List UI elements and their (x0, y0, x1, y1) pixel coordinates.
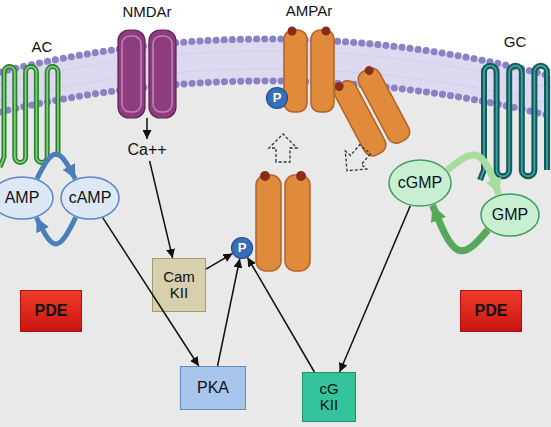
arrow-connector (36, 217, 75, 244)
node-label: Ca++ (127, 142, 166, 158)
receptor-label: AMPAr (286, 3, 332, 19)
receptor-subunit (118, 30, 145, 118)
node-outline (118, 30, 176, 118)
node-outline (0, 62, 62, 167)
nucleotide-circle: cGMP (388, 159, 452, 207)
transmembrane-helix (0, 67, 58, 167)
node-label: GMP (492, 207, 528, 223)
kinase-box: cG KII (302, 372, 356, 422)
lipid-heads (0, 81, 551, 116)
nucleotide-circle: AMP (0, 176, 54, 220)
phospho-label: P (238, 240, 247, 256)
receptor-label: GC (504, 34, 527, 50)
nucleotide-circle: GMP (480, 193, 540, 237)
lipid-heads (0, 39, 551, 76)
arrow-connector (218, 259, 240, 366)
node-label: PDE (35, 303, 68, 319)
internal-ampa-receptor (256, 171, 310, 271)
ampa-receptor: PAMPAr (284, 22, 334, 112)
receptor-subunit (256, 175, 281, 271)
enzyme-box: PDE (460, 290, 522, 332)
nmda-receptor: NMDAr (118, 30, 176, 118)
adenylyl-cyclase-receptor: AC (0, 62, 62, 167)
arrow-connector (146, 118, 148, 139)
ion-label: Ca++ (124, 139, 170, 161)
trafficking-arrow (269, 134, 297, 162)
node-outline (284, 22, 334, 112)
receptor-ball (288, 27, 297, 36)
node-label: AMP (5, 190, 40, 206)
kinase-box: PKA (180, 366, 246, 410)
receptor-highlight (153, 36, 172, 112)
node-outline (480, 62, 551, 180)
enzyme-box: PDE (20, 290, 82, 332)
receptor-ball (296, 171, 306, 181)
node-label: cAMP (69, 190, 112, 206)
arrow-connector (103, 218, 199, 366)
nucleotide-circle: cAMP (60, 176, 120, 220)
arrow-connector (150, 161, 173, 258)
arrow-connector (37, 154, 75, 179)
phospho-circle: P (266, 87, 288, 109)
node-label: Cam KII (159, 269, 199, 301)
arrow-connector (433, 205, 488, 251)
transmembrane-highlight (0, 67, 58, 167)
receptor-ball (322, 27, 331, 36)
circle-outline (0, 177, 53, 219)
circle-outline (61, 177, 119, 219)
lipid-bilayer (0, 39, 551, 116)
arrow-connector (447, 155, 499, 195)
arrow-connector (340, 206, 411, 372)
trafficking-arrow-outline (336, 140, 375, 179)
circle-outline (481, 194, 539, 236)
receptor-highlight (122, 36, 141, 112)
phospho-circle: P (231, 237, 253, 259)
node-label: cG KII (312, 381, 346, 413)
receptor-ball (363, 64, 375, 76)
trafficking-arrow (336, 140, 375, 179)
arrow-connector (248, 257, 315, 372)
receptor-ball (260, 171, 270, 181)
internalizing-ampa-receptor (330, 63, 413, 159)
phospho-label: P (273, 90, 282, 106)
receptor-label: NMDAr (122, 4, 171, 20)
transmembrane-helix (480, 66, 547, 180)
receptor-subunit (311, 30, 334, 112)
receptor-label: AC (32, 39, 53, 55)
phospho-outline (232, 238, 253, 259)
guanylyl-cyclase-receptor: GC (480, 62, 551, 180)
node-label: cGMP (398, 175, 442, 191)
circle-outline (389, 160, 451, 206)
receptor-subunit (355, 65, 413, 146)
transmembrane-highlight (480, 66, 547, 180)
receptor-subunit (285, 175, 310, 271)
node-label: PKA (197, 380, 229, 396)
cytoplasm-area (0, 81, 551, 427)
arrow-connector (206, 254, 233, 270)
phospho-outline (267, 88, 288, 109)
receptor-subunit (149, 30, 176, 118)
receptor-ball (333, 80, 345, 92)
kinase-box: Cam KII (152, 258, 206, 312)
node-label: PDE (475, 303, 508, 319)
